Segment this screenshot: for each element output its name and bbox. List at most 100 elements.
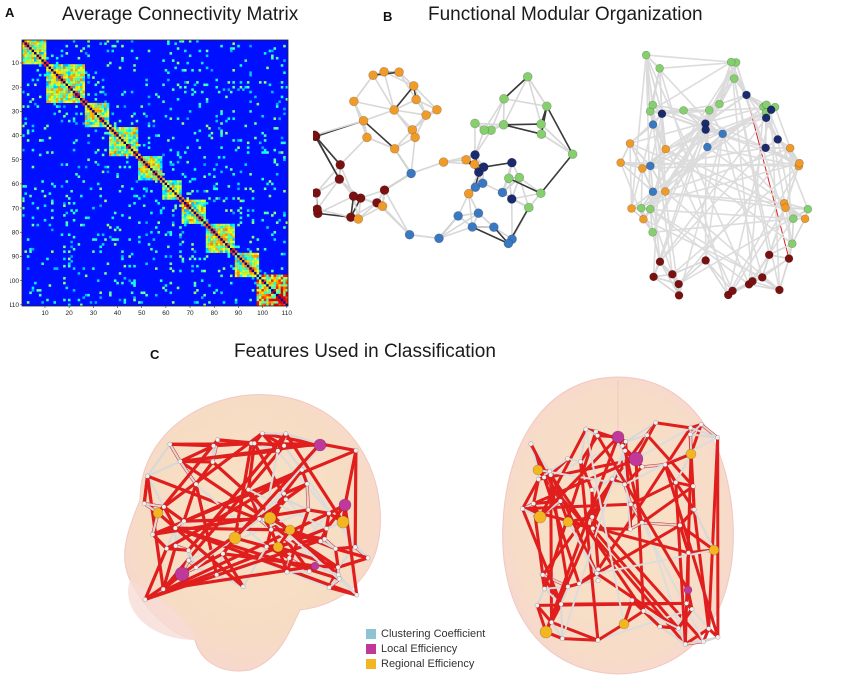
red-edge [678, 523, 716, 552]
network-node [622, 448, 628, 454]
matrix-cell [48, 64, 52, 67]
matrix-cell [80, 71, 83, 75]
matrix-cell [157, 175, 160, 178]
matrix-cell [43, 194, 47, 198]
matrix-cell [82, 81, 86, 84]
matrix-cell [138, 153, 141, 157]
network-edge [284, 498, 310, 511]
network-edge [366, 136, 396, 150]
matrix-cell [268, 180, 272, 183]
matrix-cell [271, 182, 274, 186]
matrix-cell [123, 134, 127, 137]
network-edge [353, 100, 395, 111]
matrix-cell [155, 134, 158, 137]
matrix-cell [133, 281, 136, 285]
matrix-cell [92, 105, 95, 108]
network-node [498, 119, 509, 130]
matrix-cell [113, 151, 117, 154]
matrix-cell [138, 158, 141, 162]
matrix-cell [147, 168, 151, 171]
matrix-cell [55, 100, 59, 104]
matrix-cell [113, 243, 117, 246]
matrix-cell [96, 105, 100, 108]
matrix-cell [24, 54, 27, 58]
matrix-cell [157, 177, 160, 181]
network-node [715, 99, 724, 109]
matrix-cell [65, 69, 69, 72]
matrix-cell [72, 85, 76, 89]
network-node [562, 516, 574, 528]
matrix-cell [75, 139, 78, 142]
matrix-cell [237, 223, 240, 227]
matrix-cell [215, 289, 219, 292]
network-node [715, 634, 721, 640]
x-tick-label: 100 [257, 310, 268, 317]
matrix-cell [41, 44, 44, 48]
matrix-cell [251, 255, 255, 258]
matrix-cell [227, 228, 231, 232]
matrix-cell [84, 293, 88, 297]
matrix-cell [43, 44, 47, 48]
network-edge [540, 133, 574, 155]
matrix-cell [278, 117, 281, 120]
matrix-cell [152, 160, 156, 164]
matrix-cell [208, 235, 211, 239]
matrix-cell [213, 231, 216, 234]
matrix-cell [200, 211, 204, 215]
matrix-cell [55, 267, 59, 270]
matrix-cell [99, 90, 102, 94]
matrix-cell [215, 238, 219, 241]
red-edge [548, 469, 570, 589]
matrix-cell [130, 291, 134, 295]
matrix-cell [96, 81, 100, 84]
matrix-cell [283, 44, 286, 48]
matrix-cell [75, 105, 78, 108]
matrix-cell [184, 204, 187, 208]
matrix-cell [268, 284, 272, 287]
matrix-cell [256, 255, 260, 258]
matrix-cell [87, 216, 90, 220]
matrix-cell [196, 221, 199, 224]
network-node [210, 459, 216, 465]
matrix-cell [104, 105, 107, 108]
matrix-cell [116, 238, 119, 241]
matrix-cell [125, 156, 129, 159]
matrix-cell [215, 235, 219, 239]
matrix-cell [239, 264, 243, 268]
network-node [644, 432, 650, 438]
matrix-cell [203, 221, 206, 224]
matrix-cell [82, 267, 86, 270]
matrix-cell [87, 76, 90, 79]
matrix-cell [237, 260, 240, 263]
matrix-cell [113, 228, 117, 232]
matrix-cell [123, 148, 127, 152]
matrix-cell [130, 146, 134, 149]
matrix-cell [188, 202, 192, 205]
matrix-cell [94, 117, 98, 120]
matrix-cell [174, 42, 177, 45]
matrix-cell [164, 185, 168, 188]
matrix-cell [186, 206, 190, 210]
matrix-cell [87, 124, 90, 128]
matrix-cell [31, 61, 35, 65]
matrix-cell [167, 139, 170, 142]
matrix-cell [256, 252, 260, 256]
matrix-cell [38, 59, 42, 62]
matrix-cell [205, 233, 209, 237]
matrix-cell [193, 199, 197, 203]
matrix-cell [222, 238, 226, 241]
matrix-cell [125, 129, 129, 133]
matrix-cell [84, 117, 88, 120]
matrix-cell [227, 252, 231, 256]
matrix-cell [94, 160, 98, 164]
matrix-cell [234, 148, 238, 152]
network-node [611, 430, 625, 444]
matrix-cell [273, 47, 277, 50]
network-node [708, 544, 720, 556]
matrix-cell [106, 114, 110, 118]
matrix-cell [210, 233, 214, 237]
matrix-cell [104, 107, 107, 111]
matrix-cell [38, 47, 42, 50]
matrix-cell [60, 95, 64, 99]
matrix-cell [80, 223, 83, 227]
